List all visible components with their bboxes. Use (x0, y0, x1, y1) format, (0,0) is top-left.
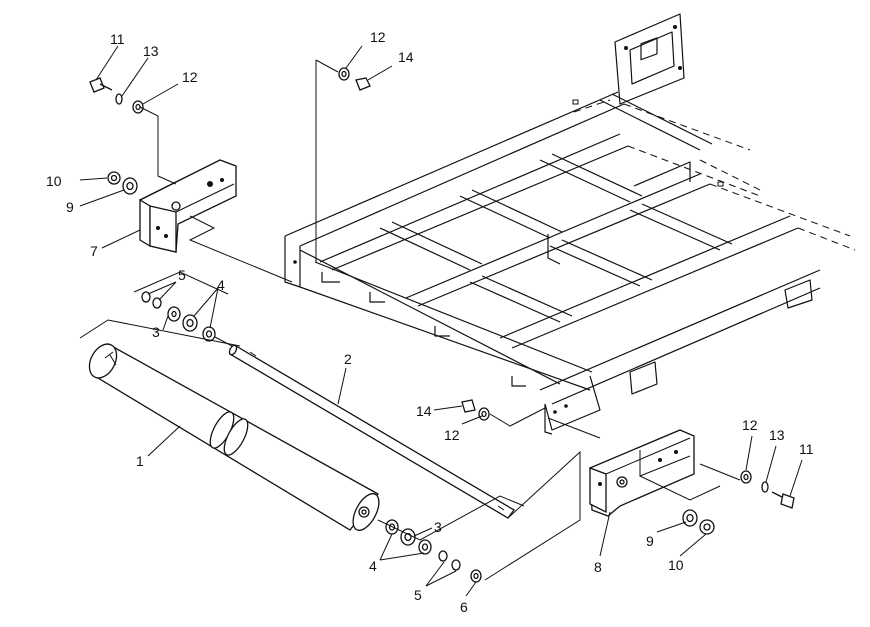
callout-12-mid: 12 (444, 427, 460, 443)
callout-9-left: 9 (66, 199, 74, 215)
callout-11-top: 11 (110, 31, 125, 47)
callout-4-left: 4 (217, 277, 225, 293)
left-bracket-7 (139, 159, 237, 253)
frame-assembly (284, 13, 856, 435)
callout-2: 2 (344, 351, 352, 367)
callout-14-mid: 14 (416, 403, 432, 419)
callout-12-right: 12 (742, 417, 758, 433)
callout-6: 6 (460, 599, 468, 615)
callout-10-right: 10 (668, 557, 684, 573)
callout-9-right: 9 (646, 533, 654, 549)
callout-3-right: 3 (434, 519, 442, 535)
callout-13-right: 13 (769, 427, 785, 443)
hardware (89, 67, 795, 583)
callout-1: 1 (136, 453, 144, 469)
callout-14-top: 14 (398, 49, 414, 65)
leader-lines (79, 45, 803, 597)
right-bracket-8 (589, 429, 695, 517)
callout-5-right: 5 (414, 587, 422, 603)
callout-10-left: 10 (46, 173, 62, 189)
callout-12-top-left: 12 (182, 69, 198, 85)
roller-1 (88, 343, 380, 531)
callout-numbers: 11 13 12 12 14 10 9 7 5 4 3 2 1 14 12 3 … (46, 29, 814, 615)
callout-3-left: 3 (152, 324, 160, 340)
callout-13-top: 13 (143, 43, 159, 59)
callout-4-right: 4 (369, 558, 377, 574)
callout-7: 7 (90, 243, 98, 259)
callout-12-top-center: 12 (370, 29, 386, 45)
callout-11-right: 11 (799, 441, 814, 457)
callout-5-left: 5 (178, 267, 186, 283)
callout-8: 8 (594, 559, 602, 575)
